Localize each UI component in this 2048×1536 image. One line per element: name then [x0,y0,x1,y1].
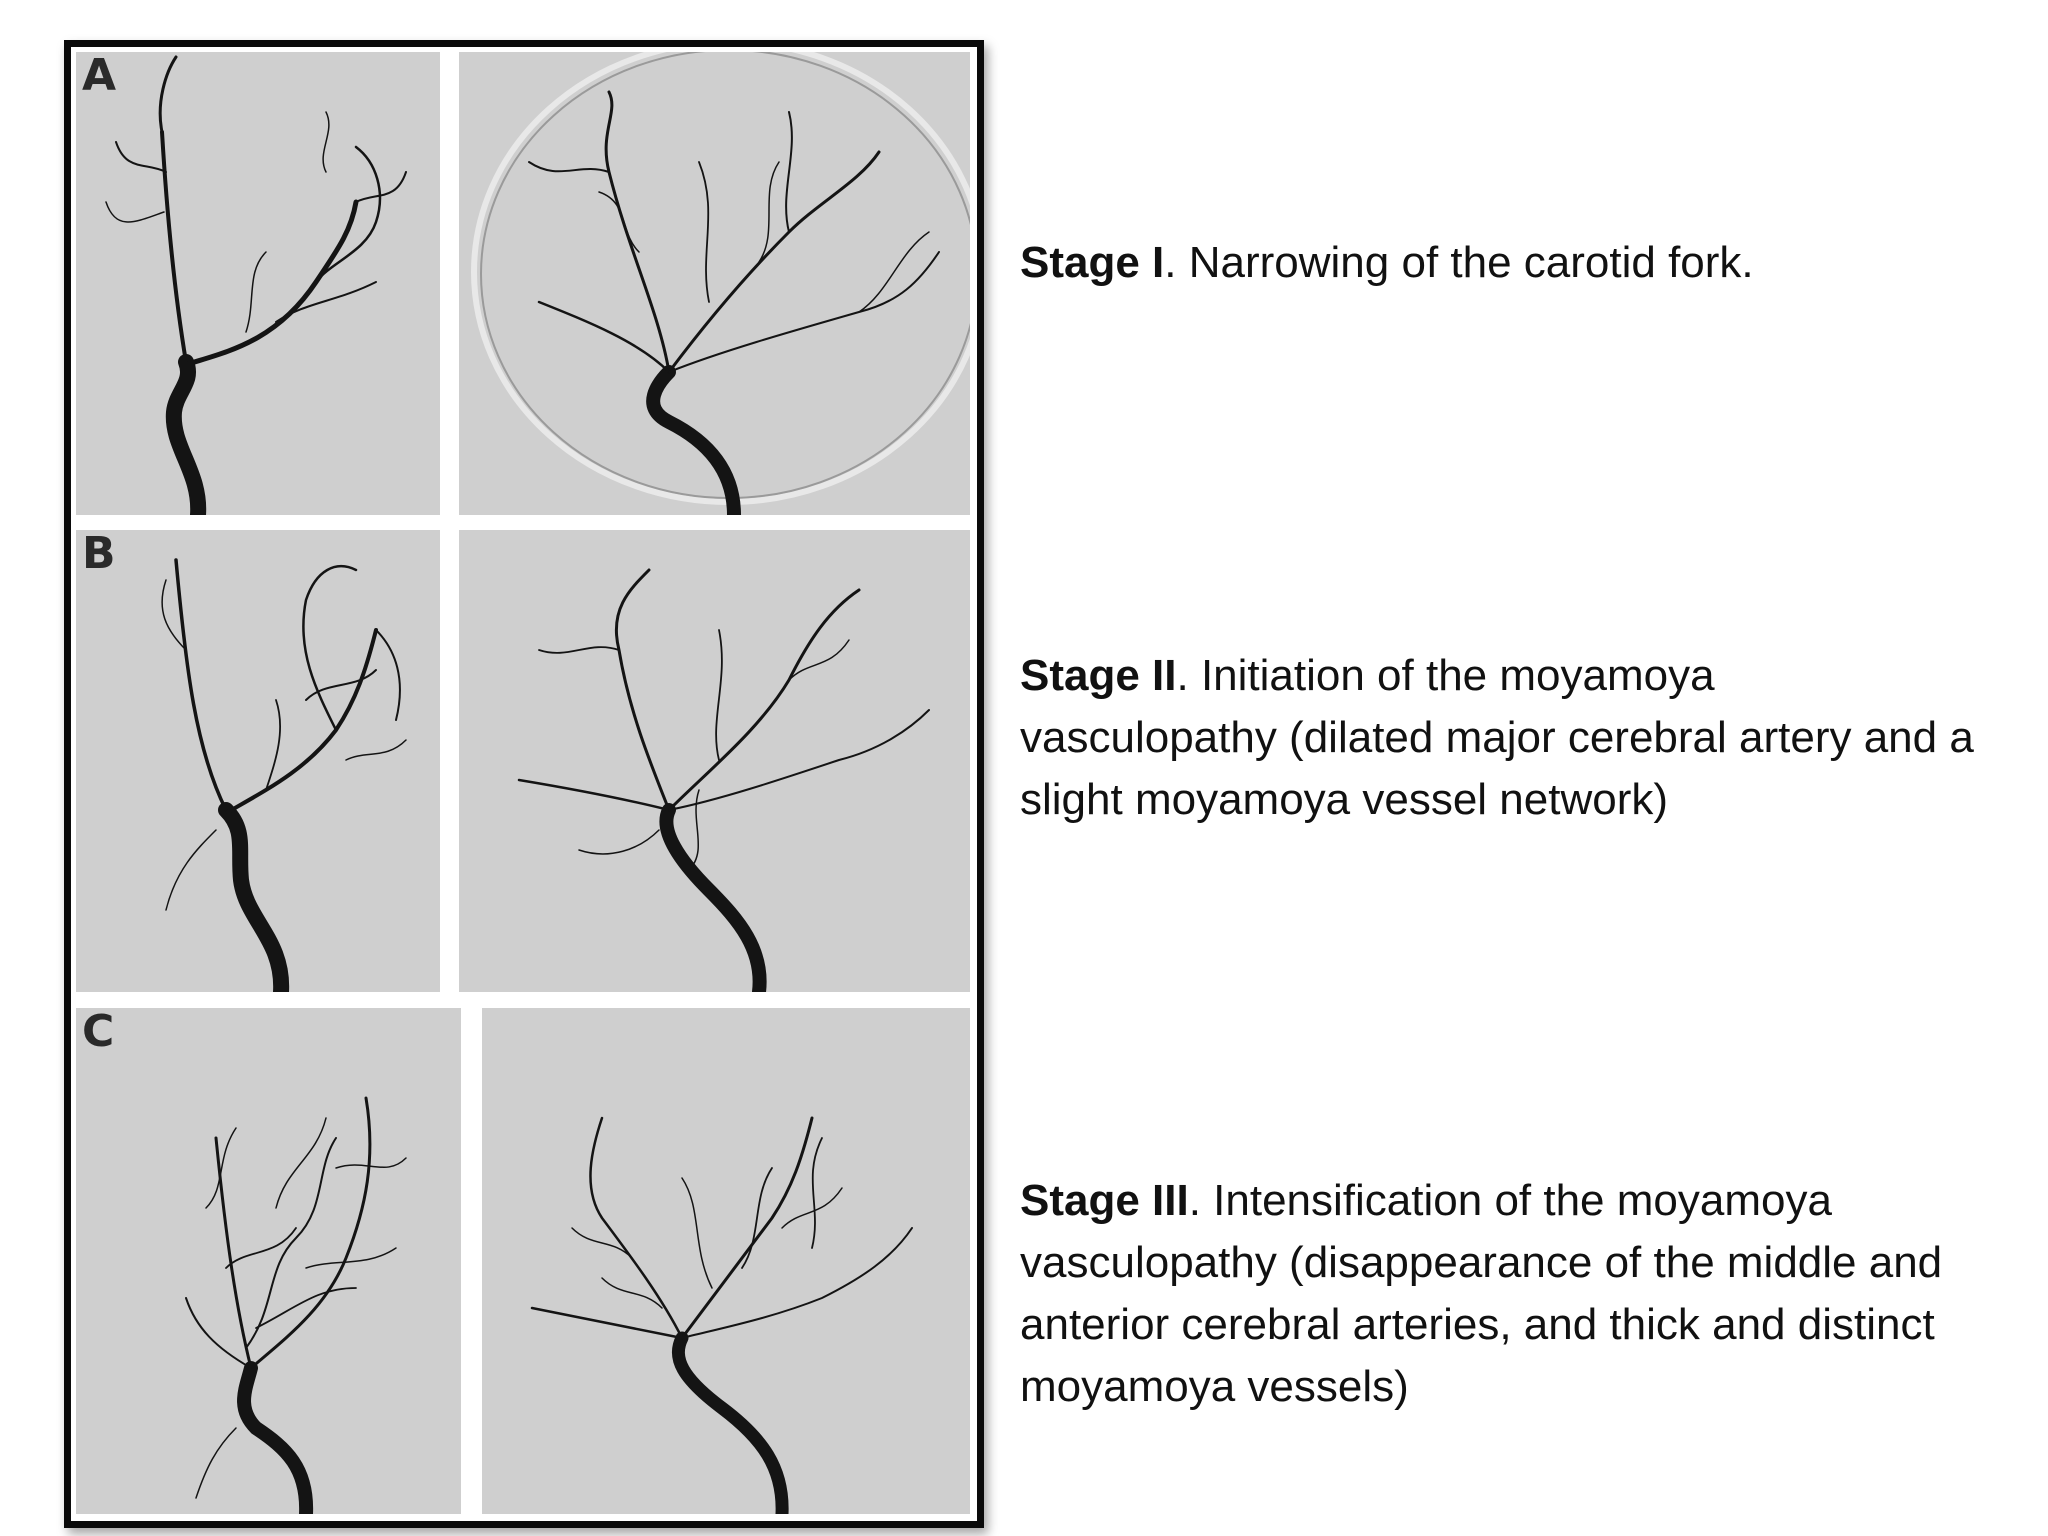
angiogram-figure-frame: A [64,40,984,1528]
panel-label-c: C [82,1008,115,1057]
vessel-drawing-a-lateral [471,52,970,515]
panel-label-b: B [82,530,116,579]
angiogram-b-frontal: B [76,530,440,992]
stage-2-title: Stage II [1020,651,1177,700]
vessel-drawing-c-lateral [530,1116,913,1514]
angiogram-a-frontal: A [76,52,440,515]
stage-1-description: Stage I. Narrowing of the carotid fork. [1020,232,1980,294]
angiogram-c-frontal: C [76,1008,461,1514]
vessel-drawing-a-frontal [105,55,407,515]
stage-2-text: . Initiation of the moyamoya vasculopath… [1020,651,1974,824]
stage-3-title: Stage III [1020,1176,1189,1225]
stage-3-text: . Intensification of the moyamoya vascul… [1020,1176,1943,1411]
angiogram-a-lateral [459,52,970,515]
stage-3-description: Stage III. Intensification of the moyamo… [1020,1170,1980,1418]
vessel-drawing-b-lateral [517,568,930,992]
angiogram-c-lateral [482,1008,970,1514]
stage-2-description: Stage II. Initiation of the moyamoya vas… [1020,645,1980,831]
panel-label-a: A [82,52,117,101]
vessel-drawing-c-frontal [185,1096,407,1514]
angiogram-b-lateral [459,530,970,992]
vessel-drawing-b-frontal [161,558,407,992]
stage-1-text: . Narrowing of the carotid fork. [1164,238,1754,287]
stage-1-title: Stage I [1020,238,1165,287]
